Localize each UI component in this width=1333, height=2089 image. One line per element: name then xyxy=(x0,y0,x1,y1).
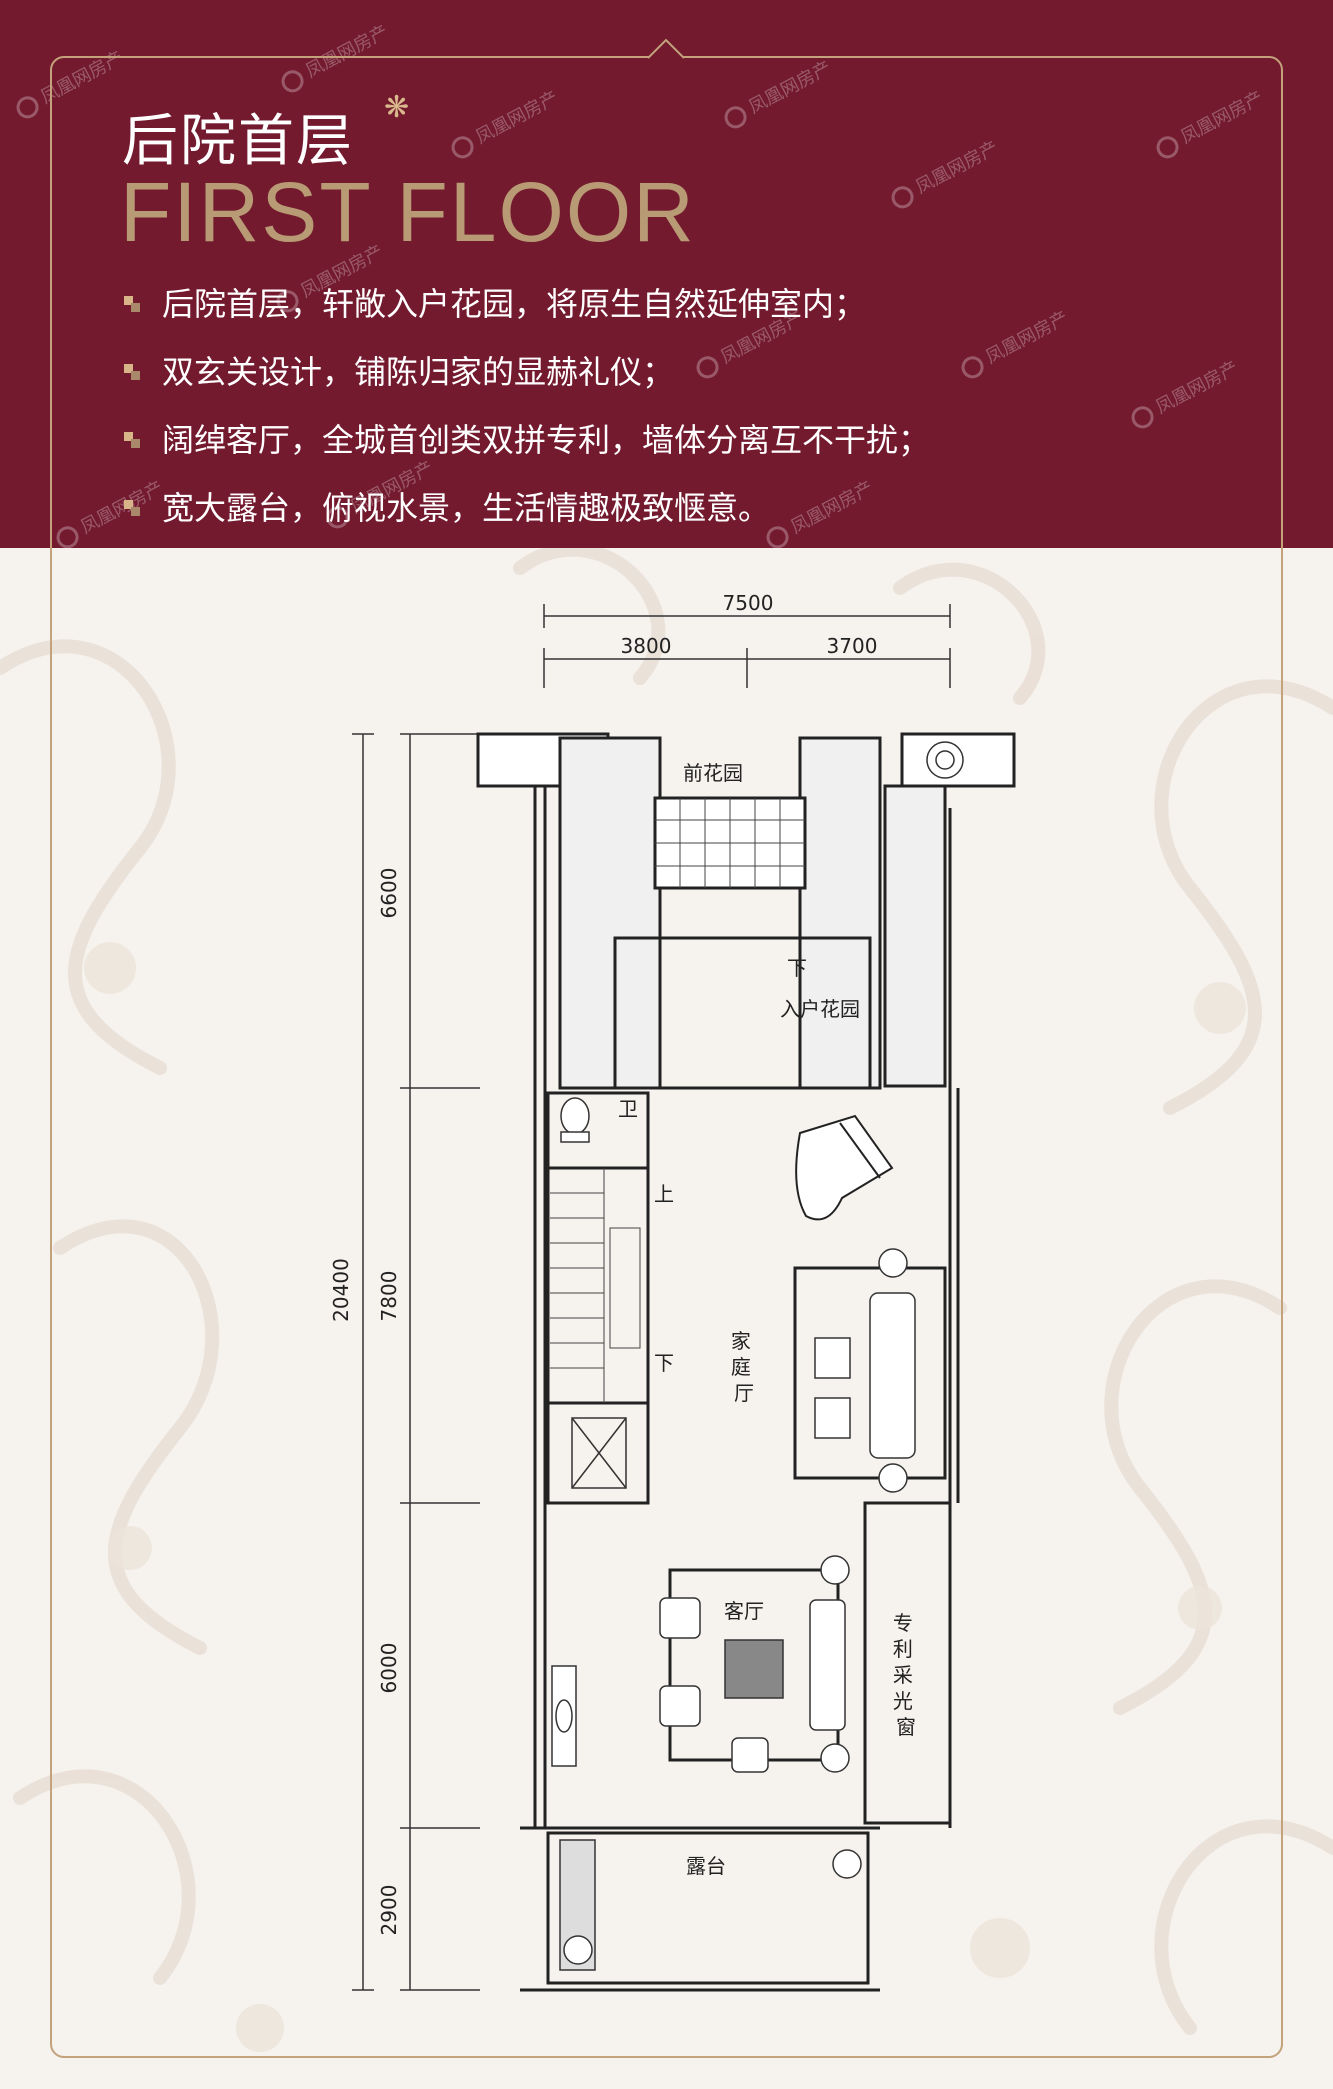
room-label-terrace: 露台 xyxy=(686,1854,726,1878)
family-hall-furniture xyxy=(814,1248,916,1493)
flower-ornament-icon: ❋ xyxy=(384,90,410,125)
dim-depth-1: 6600 xyxy=(377,868,401,919)
floor-plan: 7500 3800 3700 20400 6600 7800 6000 2900 xyxy=(329,591,1016,1992)
list-item: 后院首层，轩敞入户花园，将原生自然延伸室内； xyxy=(124,270,930,338)
room-label-entry-garden: 入户花园 xyxy=(780,997,860,1021)
list-item: 阔绰客厅，全城首创类双拼专利，墙体分离互不干扰； xyxy=(124,406,930,474)
list-item: 双玄关设计，铺陈归家的显赫礼仪； xyxy=(124,338,930,406)
dim-width-left: 3800 xyxy=(621,634,672,658)
square-bullet-icon xyxy=(124,296,140,312)
plant-icon xyxy=(926,741,964,779)
damask-background xyxy=(0,548,1333,2052)
dim-depth-2: 7800 xyxy=(377,1271,401,1322)
frame-notch xyxy=(648,38,684,59)
list-item: 宽大露台，俯视水景，生活情趣极致惬意。 xyxy=(124,474,930,542)
piano-icon xyxy=(795,1114,894,1221)
stair-treads xyxy=(550,1168,641,1403)
stair-label-down: 下 xyxy=(654,1351,674,1375)
room-label-patent-skylight: 专 利 采 光 窗 xyxy=(893,1611,919,1739)
page-subtitle: FIRST FLOOR xyxy=(120,165,696,259)
dim-depth-3: 6000 xyxy=(377,1643,401,1694)
header-banner xyxy=(0,0,1333,548)
elevator-icon xyxy=(571,1417,627,1489)
dim-total-depth: 20400 xyxy=(329,1258,353,1322)
toilet-icon xyxy=(560,1097,590,1143)
living-room-furniture xyxy=(659,1555,850,1773)
dim-total-width: 7500 xyxy=(723,591,774,615)
room-label-front-garden: 前花园 xyxy=(683,761,743,785)
stair-label-up: 上 xyxy=(654,1182,674,1206)
room-label-family-hall: 家 庭 厅 xyxy=(731,1329,757,1405)
stair-label-down-entry: 下 xyxy=(787,956,807,980)
square-bullet-icon xyxy=(124,432,140,448)
room-label-living-room: 客厅 xyxy=(724,1599,764,1623)
page-title: 后院首层 xyxy=(122,109,354,174)
dim-depth-4: 2900 xyxy=(377,1885,401,1936)
room-label-bathroom: 卫 xyxy=(618,1097,638,1121)
square-bullet-icon xyxy=(124,364,140,380)
dim-width-right: 3700 xyxy=(827,634,878,658)
feature-list: 后院首层，轩敞入户花园，将原生自然延伸室内； 双玄关设计，铺陈归家的显赫礼仪； … xyxy=(124,270,930,542)
terrace-planter xyxy=(551,1665,862,1971)
front-garden-grid xyxy=(655,798,805,888)
square-bullet-icon xyxy=(124,500,140,516)
